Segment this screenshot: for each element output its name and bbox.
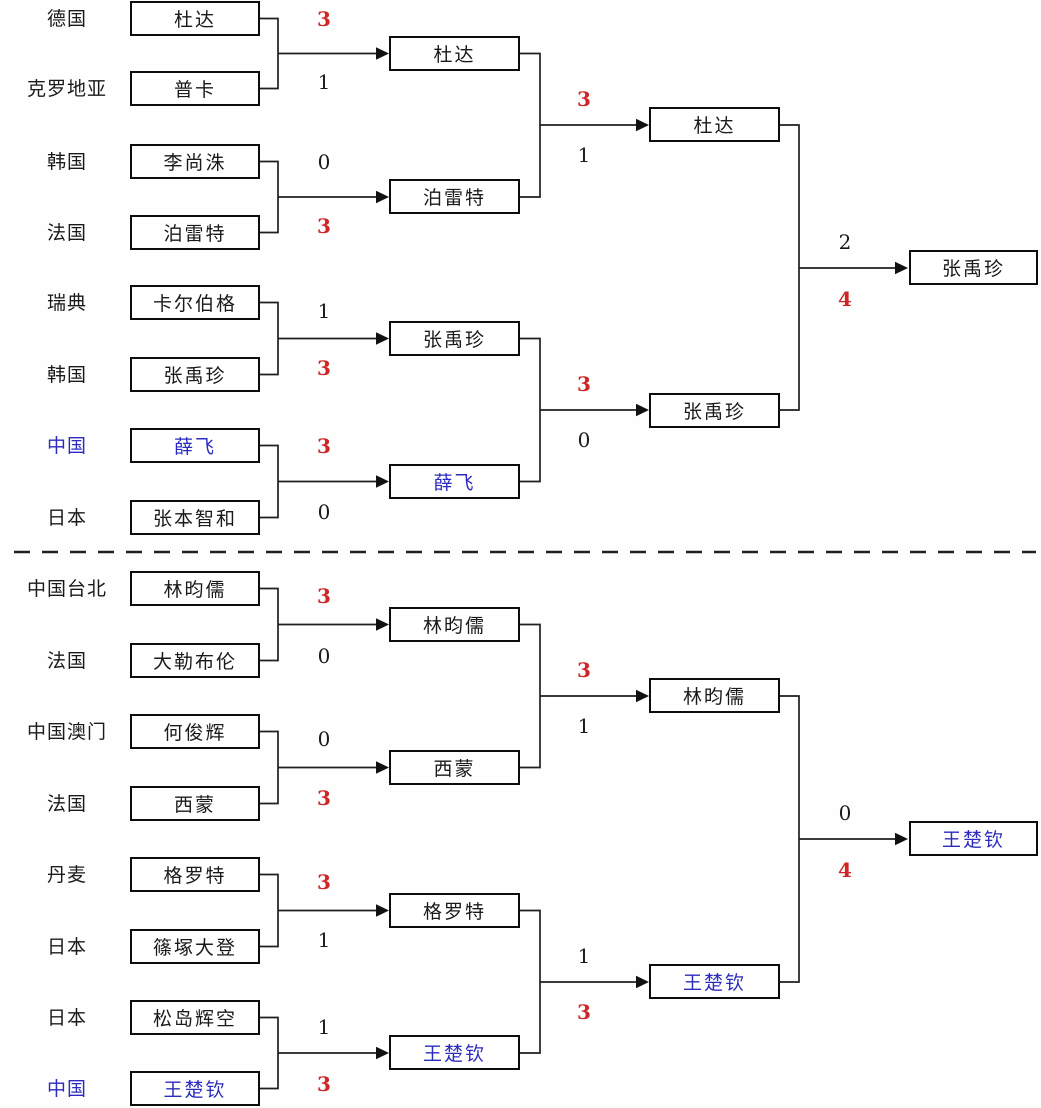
match-score: 1 [577,944,591,968]
player-box-round2: 西蒙 [389,750,520,785]
player-box-round2: 杜达 [389,36,520,71]
country-label: 克罗地亚 [26,78,107,100]
match-score: 4 [838,287,852,311]
player-box-round2: 格罗特 [389,893,520,928]
player-box-round1: 李尚洙 [130,144,260,179]
country-label: 丹麦 [46,864,87,886]
country-label: 法国 [46,793,87,815]
player-box-semifinal: 杜达 [649,107,780,142]
match-score: 1 [317,1015,331,1039]
match-score: 0 [317,150,331,174]
match-score: 1 [577,143,591,167]
player-box-round2: 林昀儒 [389,607,520,642]
player-box-round1: 普卡 [130,71,260,106]
match-score: 3 [317,584,331,608]
match-score: 1 [317,299,331,323]
player-box-round1: 西蒙 [130,786,260,821]
player-box-round1: 松岛辉空 [130,1000,260,1035]
country-label: 法国 [46,222,87,244]
player-box-semifinal: 林昀儒 [649,678,780,713]
player-box-round1: 篠塚大登 [130,929,260,964]
player-box-round2: 泊雷特 [389,179,520,214]
player-box-semifinal: 张禹珍 [649,393,780,428]
match-score: 2 [838,230,852,254]
player-box-semifinal: 王楚钦 [649,964,780,999]
player-box-round2: 张禹珍 [389,321,520,356]
player-box-round1: 格罗特 [130,857,260,892]
match-score: 1 [317,928,331,952]
player-box-round1: 杜达 [130,1,260,36]
match-score: 3 [317,870,331,894]
match-score: 1 [317,70,331,94]
match-score: 0 [317,727,331,751]
country-label: 韩国 [46,151,87,173]
match-score: 0 [317,500,331,524]
country-label: 日本 [46,1007,87,1029]
player-box-round1: 大勒布伦 [130,643,260,678]
match-score: 0 [577,428,591,452]
player-box-round1: 卡尔伯格 [130,285,260,320]
player-box-round1: 林昀儒 [130,571,260,606]
match-score: 3 [577,372,591,396]
match-score: 3 [317,214,331,238]
match-score: 1 [577,714,591,738]
player-box-round1: 张禹珍 [130,357,260,392]
country-label: 日本 [46,936,87,958]
country-label: 中国台北 [26,578,107,600]
player-box-round1: 王楚钦 [130,1071,260,1106]
player-box-round1: 薛飞 [130,428,260,463]
match-score: 3 [317,1072,331,1096]
winner-box-top-half: 张禹珍 [909,250,1038,285]
match-score: 3 [317,434,331,458]
country-label: 中国 [46,435,87,457]
country-label: 法国 [46,650,87,672]
country-label: 中国澳门 [26,721,107,743]
country-label: 德国 [46,8,87,30]
match-score: 3 [317,786,331,810]
match-score: 3 [317,356,331,380]
country-label: 韩国 [46,364,87,386]
match-score: 3 [577,1000,591,1024]
match-score: 4 [838,858,852,882]
player-box-round1: 何俊辉 [130,714,260,749]
player-box-round2: 薛飞 [389,464,520,499]
match-score: 0 [838,801,852,825]
match-score: 3 [577,87,591,111]
match-score: 3 [577,658,591,682]
winner-box-bottom-half: 王楚钦 [909,821,1038,856]
player-box-round1: 泊雷特 [130,215,260,250]
player-box-round2: 王楚钦 [389,1035,520,1070]
match-score: 0 [317,644,331,668]
country-label: 中国 [46,1078,87,1100]
arrowhead-icons [376,47,908,1060]
match-score: 3 [317,7,331,31]
country-label: 瑞典 [46,292,87,314]
country-label: 日本 [46,507,87,529]
player-box-round1: 张本智和 [130,500,260,535]
